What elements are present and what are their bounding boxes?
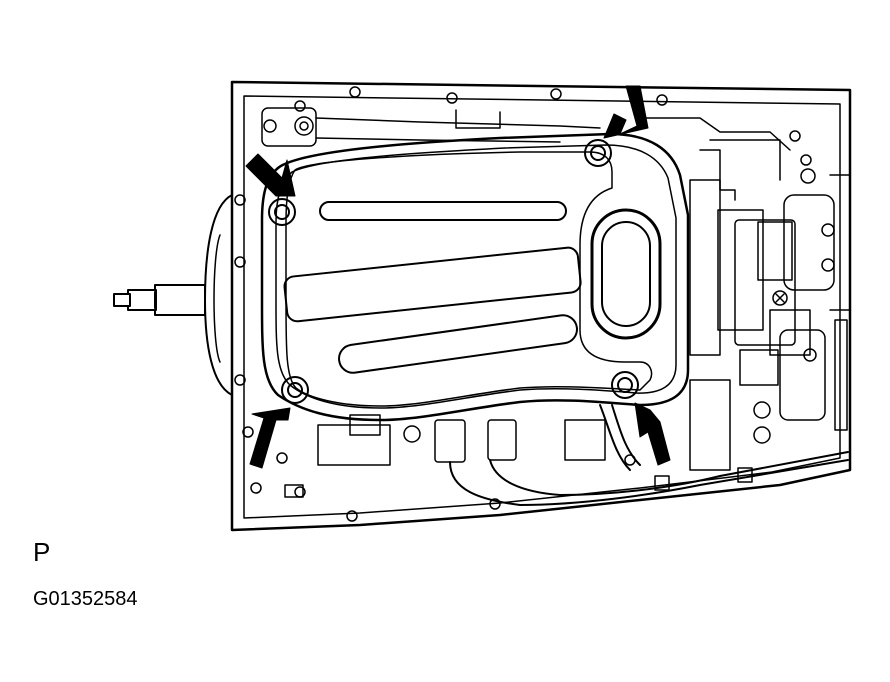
wiring-harness-lower — [276, 404, 849, 506]
arrow-upper-left-bolt — [245, 153, 296, 197]
arrow-lower-left-bolt — [249, 407, 291, 469]
cover-bolts — [268, 139, 639, 404]
arrow-lower-right-bolt — [634, 402, 671, 466]
bolt-lower-right — [611, 371, 639, 399]
figure-code: G01352584 — [33, 588, 138, 610]
output-shaft — [113, 194, 233, 396]
bolt-upper-left — [268, 198, 296, 226]
bolt-lower-left — [281, 376, 309, 404]
solenoid-valves-right — [689, 139, 851, 471]
view-label: P — [33, 537, 51, 567]
upper-bracket — [261, 107, 791, 151]
transmission-case-outline — [230, 80, 852, 532]
bolt-upper-right — [584, 139, 612, 167]
arrow-upper-right-bolt — [603, 85, 649, 139]
callout-arrows — [245, 85, 671, 469]
case-mounting-holes — [234, 86, 812, 522]
oil-strainer-cover — [260, 132, 690, 422]
